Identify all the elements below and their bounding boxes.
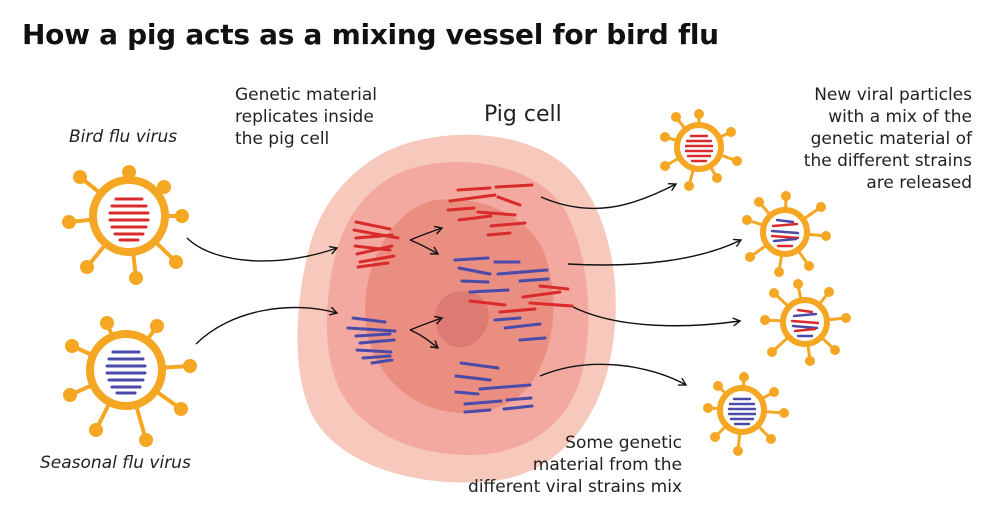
bird-virus-rna [108,197,150,242]
new-particle-mixed-1 [742,191,831,277]
replicates-line-1: Genetic material [235,85,377,105]
mix-line-3: different viral strains mix [468,477,682,497]
new-particles-line-5: are released [866,173,972,193]
mix-line-2: material from the [532,455,682,475]
new-particles-line-1: New viral particles [814,85,972,105]
seasonal-flu-label: Seasonal flu virus [40,453,191,473]
seasonal-virus-envelope [86,330,166,410]
new-particles-line-2: with a mix of the [828,107,972,127]
release-arrows [539,182,743,386]
bird-flu-virus [62,165,189,285]
cell-nucleus [435,291,489,348]
new-particle-seasonal [703,372,789,456]
replicates-line-3: the pig cell [235,129,330,149]
new-particle-bird [660,109,742,191]
replicating-bird-rna [352,220,400,269]
new-particles-line-3: genetic material of [810,129,972,149]
new-particle-mixed-2 [760,279,851,366]
bird-flu-label: Bird flu virus [69,127,178,147]
replicates-label: Genetic material replicates inside the p… [235,84,377,150]
seasonal-virus-rna [105,350,147,395]
pig-cell [297,134,616,483]
diagram-title: How a pig acts as a mixing vessel for bi… [22,18,719,51]
replicates-line-2: replicates inside [235,107,374,127]
replicating-seasonal-rna [346,316,397,365]
new-particles-label: New viral particles with a mix of the ge… [804,84,972,194]
mix-label: Some genetic material from the different… [468,432,682,498]
pig-cell-label: Pig cell [484,102,562,127]
entry-arrows [186,237,339,345]
seasonal-flu-virus [63,316,197,447]
bird-virus-envelope [89,176,169,256]
new-particles-line-4: the different strains [803,151,972,171]
mixed-rna-segments [446,183,574,414]
mix-line-1: Some genetic [565,433,682,453]
replication-arrows [409,225,444,349]
